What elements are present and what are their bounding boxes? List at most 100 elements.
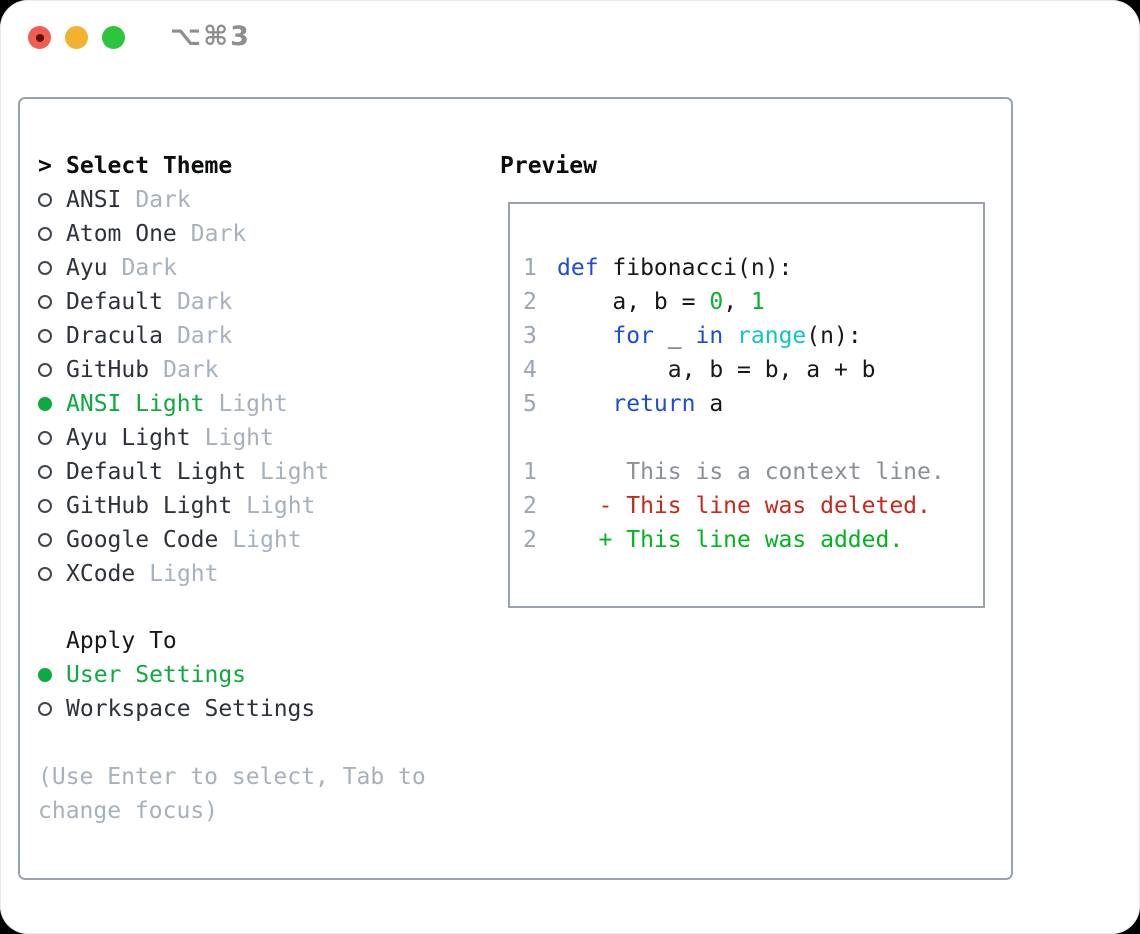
theme-variant-badge: Light xyxy=(218,391,288,417)
code-segment-text xyxy=(557,323,612,349)
code-text: a, b = 0, 1 xyxy=(557,285,764,319)
radio-cell xyxy=(38,567,66,581)
code-segment-text: (n): xyxy=(806,323,862,349)
apply-to-option[interactable]: User Settings xyxy=(38,658,484,692)
radio-cell xyxy=(38,363,66,377)
code-text: a, b = b, a + b xyxy=(557,353,876,387)
maximize-button[interactable] xyxy=(102,26,125,49)
apply-to-header: Apply To xyxy=(38,624,484,658)
cursor-caret-icon: > xyxy=(38,153,52,179)
line-number: 4 xyxy=(523,357,537,383)
preview-code-line: 2 - This line was deleted. xyxy=(523,489,983,523)
select-theme-header: > Select Theme xyxy=(38,149,484,183)
line-number: 2 xyxy=(523,289,537,315)
option-name: User Settings xyxy=(66,662,247,688)
radio-selected-icon xyxy=(38,397,52,411)
code-segment-number: 0 xyxy=(709,289,724,315)
option-name: ANSI Light xyxy=(66,391,205,417)
preview-code-line: 2 + This line was added. xyxy=(523,523,983,557)
apply-to-label: Apply To xyxy=(66,628,177,654)
theme-variant-badge: Light xyxy=(246,493,316,519)
option-name: GitHub xyxy=(66,357,150,383)
radio-unselected-icon xyxy=(38,295,52,309)
code-segment-keyword: return xyxy=(612,391,696,417)
theme-option[interactable]: Dracula Dark xyxy=(38,319,484,353)
radio-unselected-icon xyxy=(38,363,52,377)
radio-cell xyxy=(38,533,66,547)
theme-variant-badge: Dark xyxy=(163,357,219,383)
select-theme-label: Select Theme xyxy=(66,153,233,179)
radio-cell xyxy=(38,329,66,343)
theme-option[interactable]: GitHub Dark xyxy=(38,353,484,387)
radio-cell xyxy=(38,397,66,411)
radio-unselected-icon xyxy=(38,567,52,581)
radio-cell xyxy=(38,261,66,275)
option-name: Ayu xyxy=(66,255,108,281)
radio-cell xyxy=(38,431,66,445)
option-name: Workspace Settings xyxy=(66,696,316,722)
theme-variant-badge: Light xyxy=(232,527,302,553)
minimize-button[interactable] xyxy=(65,26,88,49)
radio-cell xyxy=(38,227,66,241)
preview-code-line: 3 for _ in range(n): xyxy=(523,319,983,353)
code-segment-added: + This line was added. xyxy=(557,527,904,553)
code-segment-text: _ xyxy=(653,323,696,349)
apply-to-option[interactable]: Workspace Settings xyxy=(38,692,484,726)
preview-label: Preview xyxy=(500,153,597,179)
preview-code-line: 2 a, b = 0, 1 xyxy=(523,285,983,319)
unsaved-changes-dot-icon xyxy=(35,33,44,42)
code-segment-builtin: range xyxy=(737,323,807,349)
theme-variant-badge: Dark xyxy=(121,255,177,281)
code-segment-keyword: for xyxy=(612,323,654,349)
line-number xyxy=(523,421,557,455)
theme-option[interactable]: ANSI Light Light xyxy=(38,387,484,421)
preview-code-line: 1 def fibonacci(n): xyxy=(523,251,983,285)
line-number: 2 xyxy=(523,527,537,553)
radio-cell xyxy=(38,295,66,309)
theme-variant-badge: Dark xyxy=(190,221,247,247)
radio-unselected-icon xyxy=(38,193,52,207)
theme-variant-badge: Light xyxy=(204,425,274,451)
theme-variant-badge: Light xyxy=(260,459,330,485)
option-name: Dracula xyxy=(66,323,163,349)
radio-cell xyxy=(38,193,66,207)
code-segment-keyword: in xyxy=(695,323,724,349)
theme-variant-badge: Dark xyxy=(135,187,191,213)
theme-variant-badge: Dark xyxy=(176,323,233,349)
radio-unselected-icon xyxy=(38,431,52,445)
preview-code-line: 5 return a xyxy=(523,387,983,421)
preview-code-line: 4 a, b = b, a + b xyxy=(523,353,983,387)
radio-unselected-icon xyxy=(38,465,52,479)
code-text: + This line was added. xyxy=(557,523,904,557)
help-text: (Use Enter to select, Tab to change focu… xyxy=(38,764,426,824)
code-segment-text: fibonacci(n): xyxy=(598,255,793,281)
theme-option[interactable]: Google Code Light xyxy=(38,523,484,557)
code-text: return a xyxy=(557,387,723,421)
theme-option[interactable]: Ayu Dark xyxy=(38,251,484,285)
close-button[interactable] xyxy=(28,26,51,49)
option-name: Google Code xyxy=(66,527,219,553)
code-segment-context: This is a context line. xyxy=(557,459,945,485)
option-name: XCode xyxy=(66,561,136,587)
code-text: def fibonacci(n): xyxy=(557,251,792,285)
option-name: Default xyxy=(66,289,163,315)
radio-unselected-icon xyxy=(38,533,52,547)
line-number: 1 xyxy=(523,255,537,281)
radio-cell xyxy=(38,702,66,716)
code-segment-text: , xyxy=(723,289,751,315)
line-number: 2 xyxy=(523,493,537,519)
radio-cell xyxy=(38,499,66,513)
